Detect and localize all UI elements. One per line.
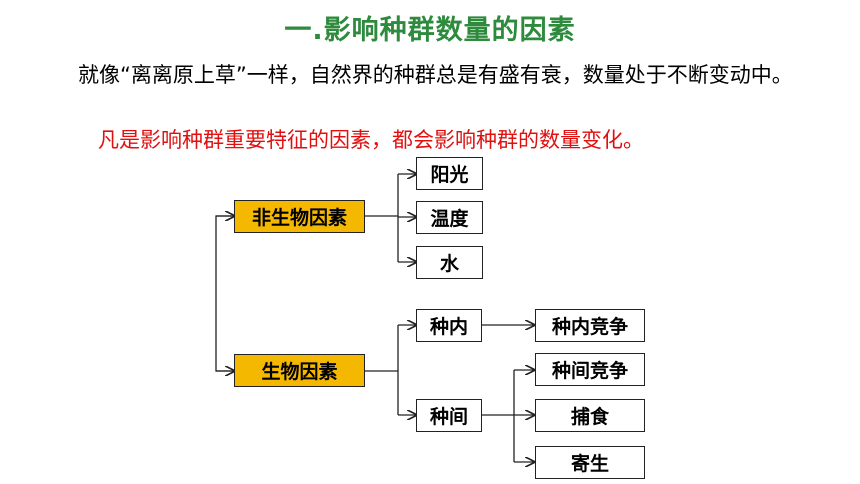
interspecific-competition-box: 种间竞争 [535, 353, 645, 386]
abiotic-factors-box: 非生物因素 [234, 200, 365, 233]
intro-paragraph: 就像“离离原上草”一样，自然界的种群总是有盛有衰，数量处于不断变动中。 [78, 63, 793, 87]
intraspecific-competition-box: 种内竞争 [535, 309, 645, 342]
predation-box: 捕食 [535, 399, 645, 432]
page-title: 一.影响种群数量的因素 [284, 15, 576, 46]
water-box: 水 [416, 246, 483, 279]
temperature-box: 温度 [416, 201, 483, 234]
interspecific-box: 种间 [416, 399, 482, 432]
biotic-factors-box: 生物因素 [234, 354, 365, 387]
intraspecific-box: 种内 [416, 309, 482, 342]
key-statement: 凡是影响种群重要特征的因素，都会影响种群的数量变化。 [98, 128, 644, 152]
root-bracket [215, 215, 234, 372]
parasitism-box: 寄生 [535, 446, 645, 479]
sunlight-box: 阳光 [416, 157, 483, 190]
